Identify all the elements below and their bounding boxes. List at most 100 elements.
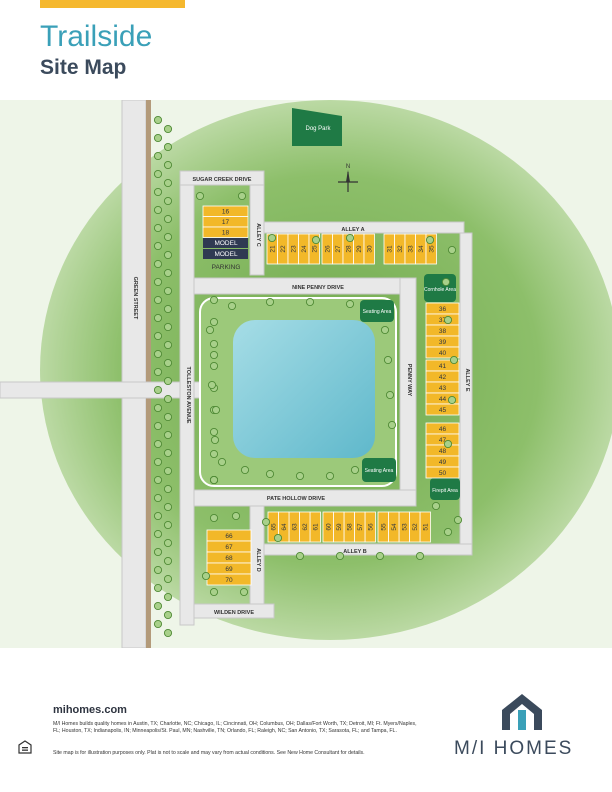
footer-url[interactable]: mihomes.com <box>53 704 127 716</box>
tree-icon <box>449 355 459 365</box>
seating-area-top <box>360 300 394 322</box>
tree-icon <box>163 394 173 404</box>
green-street <box>121 100 147 648</box>
tree-icon <box>447 245 457 255</box>
street-label-alley-b: ALLEY B <box>343 549 366 555</box>
lot-number: 50 <box>439 470 447 477</box>
lot-number: 56 <box>367 523 374 531</box>
tree-icon <box>443 439 453 449</box>
tree-icon <box>443 315 453 325</box>
lot-number: 42 <box>439 374 447 381</box>
lot-number: 36 <box>439 306 447 313</box>
brand-name: M/I HOMES <box>454 738 574 759</box>
tree-icon <box>240 465 250 475</box>
street-label-alley-c: ALLEY C <box>255 223 261 246</box>
tree-icon <box>443 527 453 537</box>
tree-icon <box>153 295 163 305</box>
model-block: MODEL MODEL PARKING <box>203 238 248 271</box>
tree-icon <box>441 277 451 287</box>
lot-number: 45 <box>439 407 447 414</box>
tree-icon <box>265 297 275 307</box>
lot-65 <box>267 511 279 543</box>
lot-30 <box>363 233 375 265</box>
tree-icon <box>195 191 205 201</box>
tree-icon <box>239 587 249 597</box>
tree-icon <box>163 520 173 530</box>
tree-icon <box>153 277 163 287</box>
lot-number: 62 <box>302 523 309 531</box>
lot-number: 39 <box>439 339 447 346</box>
lot-number: 33 <box>407 245 414 253</box>
lot-number: 22 <box>280 245 287 253</box>
street-label-alley-e: ALLEY E <box>464 368 470 391</box>
tree-icon <box>163 286 173 296</box>
tree-icon <box>153 385 163 395</box>
tree-icon <box>153 169 163 179</box>
lot-number: 54 <box>391 523 398 531</box>
tree-icon <box>335 551 345 561</box>
trees <box>153 115 463 638</box>
tree-icon <box>163 574 173 584</box>
lot-number: 17 <box>222 219 230 226</box>
street-label-pate-hollow: PATE HOLLOW DRIVE <box>267 496 325 502</box>
lot-number: 68 <box>225 555 233 562</box>
seating-bottom-label: Seating Area <box>365 468 394 474</box>
lot-number: 67 <box>225 544 233 551</box>
mi-homes-logo-icon <box>502 694 542 730</box>
north-label: N <box>346 164 350 170</box>
tree-icon <box>163 412 173 422</box>
north-arrow-icon <box>338 170 358 192</box>
lot-number: 37 <box>439 317 447 324</box>
parking-label: PARKING <box>212 264 241 271</box>
lot-25 <box>308 233 320 265</box>
lot-number: 30 <box>366 245 373 253</box>
tree-icon <box>163 538 173 548</box>
equal-housing-icon <box>18 740 32 754</box>
tree-icon <box>163 592 173 602</box>
accent-bar <box>40 0 185 8</box>
street-label-nine-penny: NINE PENNY DRIVE <box>292 285 344 291</box>
tree-icon <box>383 355 393 365</box>
alley-e <box>459 232 473 554</box>
tree-icon <box>205 325 215 335</box>
lot-number: 43 <box>439 385 447 392</box>
lot-number: 21 <box>269 245 276 253</box>
tree-icon <box>153 367 163 377</box>
street-label-alley-d: ALLEY D <box>255 548 261 571</box>
lot-number: 31 <box>386 245 393 253</box>
tree-icon <box>163 628 173 638</box>
footer-disclaimer: M/I Homes builds quality homes in Austin… <box>53 721 417 734</box>
lot-number: 34 <box>418 245 425 253</box>
tree-icon <box>163 160 173 170</box>
tree-icon <box>153 259 163 269</box>
lot-50 <box>425 466 460 479</box>
tree-icon <box>163 250 173 260</box>
tree-icon <box>153 583 163 593</box>
lot-number: 64 <box>281 523 288 531</box>
footer-note: Site map is for illustration purposes on… <box>53 750 365 756</box>
tree-icon <box>153 619 163 629</box>
alley-a <box>263 221 465 234</box>
tree-icon <box>265 469 275 479</box>
tree-icon <box>447 395 457 405</box>
tree-icon <box>163 124 173 134</box>
lot-number: 35 <box>428 245 435 253</box>
tree-icon <box>153 601 163 611</box>
tree-icon <box>201 571 211 581</box>
tree-icon <box>153 349 163 359</box>
lot-number: 63 <box>291 523 298 531</box>
lot-number: 51 <box>422 523 429 531</box>
lot-number: 18 <box>222 230 230 237</box>
tree-icon <box>231 511 241 521</box>
lot-number: 26 <box>324 245 331 253</box>
tree-icon <box>209 427 219 437</box>
pate-hollow-drive <box>193 489 417 507</box>
lot-number: 48 <box>439 448 447 455</box>
lot-number: 41 <box>439 363 447 370</box>
lot-60 <box>322 511 334 543</box>
tree-icon <box>210 435 220 445</box>
lot-number: 29 <box>356 245 363 253</box>
